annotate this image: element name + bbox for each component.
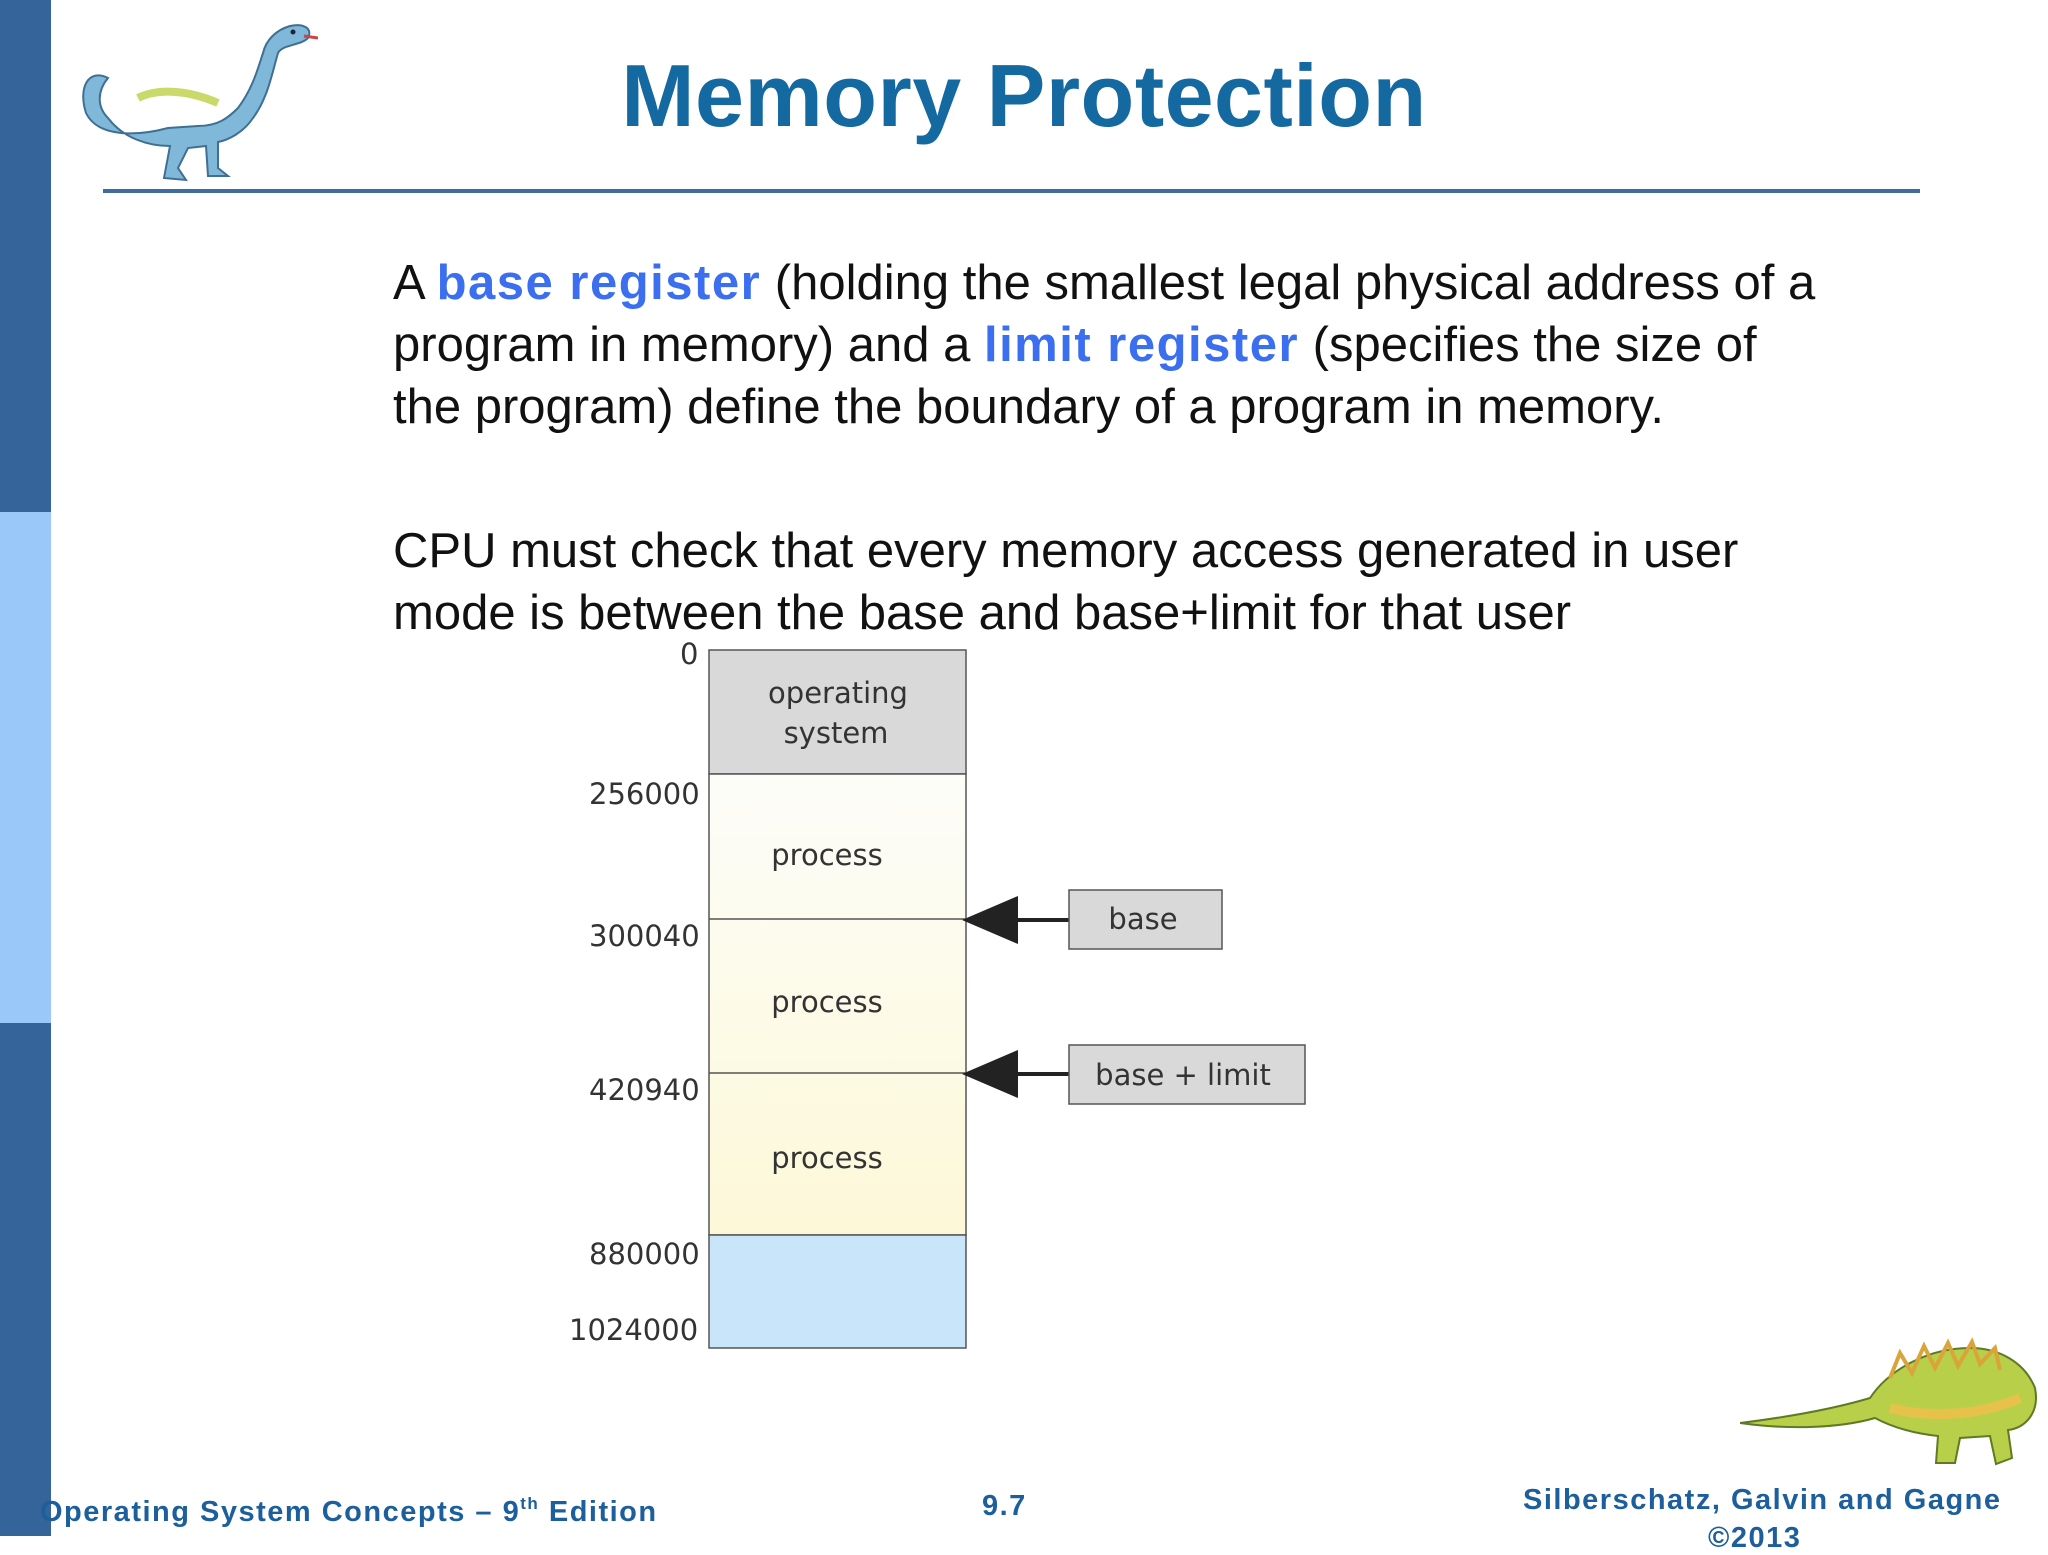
title-divider — [103, 189, 1920, 193]
paragraph-text: (specifies the size of the program) defi… — [393, 318, 1757, 434]
address-300040: 300040 — [589, 919, 700, 953]
footer-authors: Silberschatz, Galvin and Gagne — [1523, 1484, 2002, 1516]
address-1024000: 1024000 — [569, 1313, 698, 1347]
address-420940: 420940 — [589, 1073, 700, 1107]
term-base-register: base register — [436, 256, 762, 310]
page-number: 9.7 — [982, 1490, 1027, 1522]
paragraph-cpu-check: CPU must check that every memory access … — [393, 524, 1739, 640]
os-label-line2: system — [784, 716, 889, 750]
footer-course-title: Operating System Concepts – 9th Edition — [40, 1494, 658, 1529]
footer-superscript: th — [520, 1494, 540, 1513]
footer-text: Operating System Concepts – 9 — [40, 1496, 521, 1528]
sidebar-band-middle — [0, 512, 51, 1023]
base-limit-box — [1068, 1044, 1306, 1105]
paragraph-text: (holding the smallest legal physical add… — [393, 256, 1816, 372]
sidebar-band-top — [0, 0, 51, 512]
footer-copyright: ©2013 — [1708, 1522, 1802, 1554]
os-label-line1: operating — [768, 676, 908, 710]
paragraph-text: A — [393, 256, 437, 310]
segment-process-area — [708, 773, 967, 1236]
process-label-3: process — [771, 1141, 882, 1175]
footer-text: Edition — [539, 1496, 658, 1528]
process-label-2: process — [771, 985, 882, 1019]
term-limit-register: limit register — [983, 318, 1300, 372]
process-label-1: process — [771, 838, 882, 872]
base-limit-label: base + limit — [1095, 1058, 1271, 1092]
address-0: 0 — [680, 637, 698, 671]
sidebar-band-bottom — [0, 1023, 51, 1536]
dinosaur-top-left-icon — [82, 24, 318, 182]
dinosaur-bottom-right-icon — [1740, 1337, 2037, 1466]
base-register-label: base — [1108, 902, 1177, 936]
slide-title: Memory Protection — [621, 46, 1427, 145]
segment-operating-system — [708, 649, 967, 775]
address-256000: 256000 — [589, 777, 700, 811]
base-register-box — [1068, 889, 1223, 950]
segment-free-memory — [708, 1234, 967, 1349]
address-880000: 880000 — [589, 1237, 700, 1271]
paragraph-registers: A base register (holding the smallest le… — [393, 252, 1833, 438]
